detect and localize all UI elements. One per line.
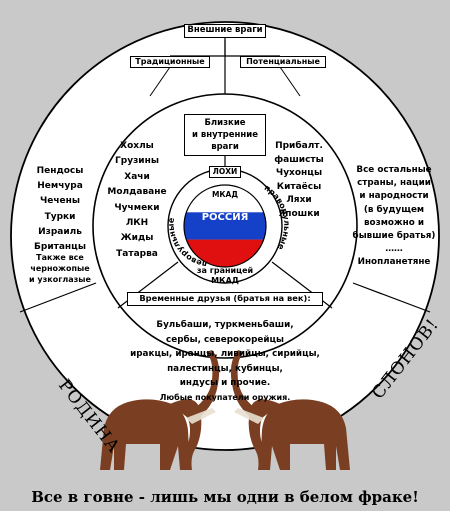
motto-caption: Все в говне - лишь мы одни в белом фраке… (31, 488, 419, 506)
near-enemy-item: Китаёсы (276, 181, 322, 192)
lohi-box: ЛОХИ (209, 166, 241, 178)
traditional-enemy-item: Турки (44, 211, 76, 222)
potential-enemy-item: возможно и (363, 217, 425, 228)
elephant-left (100, 350, 220, 470)
mkad-bottom-label: МКАД (211, 276, 239, 285)
friend-line: палестинцы, кубинцы, (167, 363, 283, 374)
friends-list: Бульбаши, туркменьбаши, сербы, северокоре… (110, 318, 340, 391)
potential-enemy-item: и народности (359, 191, 429, 202)
near-enemy-item: Хохлы (120, 141, 154, 151)
traditional-note: Также все черножопые и узкоглазые (26, 252, 94, 285)
abroad-label: за границей (196, 266, 254, 275)
near-enemies-line1: Близкие (204, 118, 246, 128)
near-enemies-line3: враги (211, 142, 239, 152)
traditional-enemy-item: Пендосы (36, 166, 84, 176)
traditional-box: Традиционные (130, 56, 210, 68)
near-enemy-item: Жиды (120, 233, 154, 244)
near-enemies-line2: и внутренние (192, 130, 258, 140)
friends-title-box: Временные друзья (братья на век): (127, 292, 323, 306)
buyers-label: Любые покупатели оружия. (159, 393, 291, 402)
friend-line: индусы и прочие. (179, 378, 271, 388)
friend-line: сербы, северокорейцы (166, 334, 284, 345)
potential-box: Потенциальные (240, 56, 326, 68)
traditional-enemy-item: Британцы (34, 242, 86, 253)
near-enemy-item: Татарва (116, 248, 158, 259)
potential-enemy-item: …… (385, 244, 403, 255)
divider-line-left (19, 282, 97, 313)
potential-list: Все остальные страны, нации и народности (в… (348, 164, 440, 270)
friend-line: Бульбаши, туркменьбаши, (156, 320, 294, 330)
near-enemy-item: Молдаване (107, 187, 167, 198)
elephant-right (230, 350, 350, 470)
near-enemy-item: Япошки (278, 208, 320, 219)
near-enemy-item: Чучмеки (114, 202, 160, 213)
near-enemy-item: ЛКН (125, 218, 149, 229)
traditional-note-line: и узкоглазые (29, 275, 91, 284)
traditional-enemy-item: Чечены (39, 196, 81, 207)
near-enemies-box: Близкие и внутренние враги (184, 114, 266, 156)
near-enemy-item: Чухонцы (275, 168, 323, 179)
outer-enemies-box: Внешние враги (184, 24, 266, 38)
near-enemy-item: Ляхи (286, 195, 312, 206)
potential-enemy-item: бывшие братья) (352, 231, 436, 242)
traditional-note-line: черножопые (30, 264, 90, 273)
near-enemy-item: Грузины (115, 156, 159, 167)
near-enemy-item: фашисты (274, 154, 324, 165)
mkad-top-label: МКАД (211, 190, 239, 199)
divider-line-right (352, 282, 431, 313)
potential-enemy-item: (в будущем (363, 204, 425, 215)
potential-enemy-item: страны, нации (357, 178, 431, 189)
potential-enemy-item: Инопланетяне (357, 257, 431, 268)
russia-label: РОССИЯ (201, 212, 249, 223)
potential-enemy-item: Все остальные (356, 165, 432, 175)
traditional-enemy-item: Израиль (38, 226, 82, 237)
traditional-note-line: Также все (36, 253, 84, 262)
traditional-enemy-item: Немчура (37, 181, 83, 192)
near-enemy-item: Хачи (124, 171, 150, 182)
friend-line: иракцы, иранцы, ливийцы, сирийцы, (130, 349, 320, 359)
near-enemy-item: Прибалт. (275, 141, 323, 151)
